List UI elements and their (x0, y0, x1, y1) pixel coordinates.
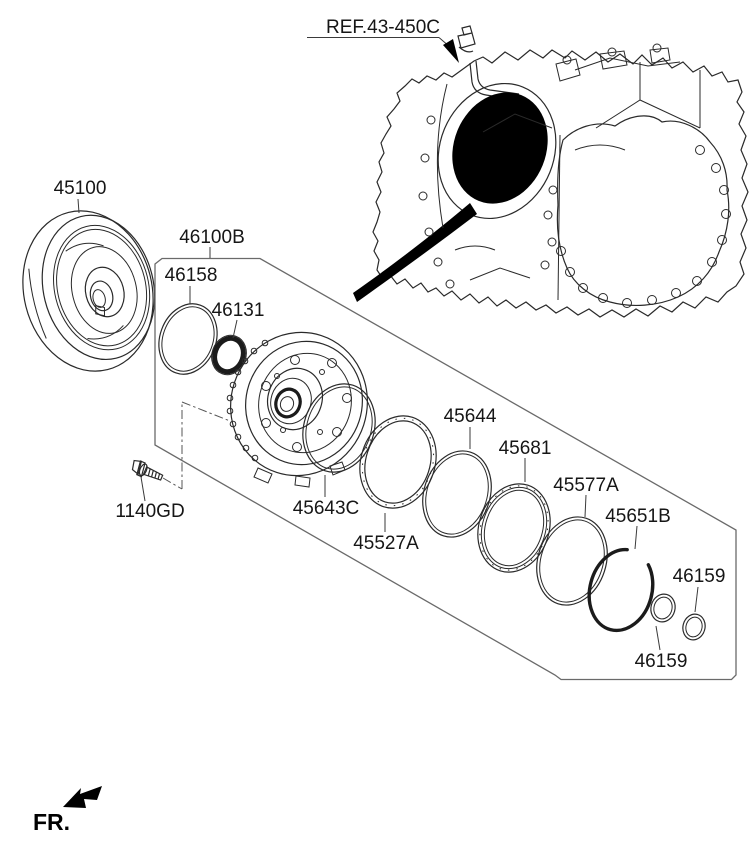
ref-arrowhead (443, 39, 459, 63)
part-number-45644: 45644 (444, 406, 497, 427)
ref-callout: REF.43-450C (307, 17, 459, 63)
bolt-holes-right-plate (556, 145, 731, 308)
callout-45643C: 45643C (293, 475, 360, 519)
callout-45577A: 45577A (553, 475, 619, 518)
bolt-holes-left-case (418, 115, 558, 289)
part-number-46159-right: 46159 (673, 566, 726, 587)
callout-1140GD: 1140GD (115, 476, 185, 522)
part-number-45681: 45681 (499, 438, 552, 459)
callout-45527A: 45527A (353, 513, 419, 554)
callout-45644: 45644 (444, 406, 497, 449)
ref-callout-label: REF.43-450C (326, 17, 440, 38)
ring-45644-drawing: 45644 (422, 406, 497, 538)
snap-ring-45651B-drawing: 45651B (587, 506, 671, 633)
callout-46158: 46158 (165, 265, 218, 304)
part-number-45643C: 45643C (293, 498, 360, 519)
transmission-assembly-drawing (353, 25, 749, 318)
pump-face-bolt-holes (261, 355, 352, 452)
callout-45681: 45681 (499, 438, 552, 482)
oring-46158-drawing: 46158 (158, 265, 218, 375)
part-number-45651B: 45651B (605, 506, 671, 527)
callout-45651B: 45651B (605, 506, 671, 550)
callout-46159-right: 46159 (673, 566, 726, 613)
callout-46131: 46131 (212, 300, 265, 339)
part-number-46131: 46131 (212, 300, 265, 321)
kit-boundary-box (154, 257, 737, 681)
part-number-46100B: 46100B (179, 227, 245, 248)
callout-46159-bottom: 46159 (635, 625, 688, 672)
part-number-46158: 46158 (165, 265, 218, 286)
torque-converter-drawing: 45100 (22, 178, 156, 372)
ring-45681-drawing: 45681 (477, 438, 552, 573)
bolt-centerline (162, 401, 231, 490)
fr-direction-arrow-icon (63, 786, 102, 808)
bolt-drawing: 1140GD (115, 459, 185, 522)
part-number-45577A: 45577A (553, 475, 619, 496)
seal-ring-46159-right-drawing: 46159 (673, 566, 726, 641)
fr-direction-marker: FR. (33, 786, 102, 835)
case-detail-lines (436, 43, 701, 301)
part-number-1140GD: 1140GD (115, 501, 184, 522)
ring-45643C-drawing: 45643C (293, 383, 376, 519)
seal-ring-46159-bottom-drawing: 46159 (635, 593, 688, 672)
fr-label: FR. (33, 809, 70, 835)
ring-45577A-drawing: 45577A (536, 475, 619, 606)
callout-46100B: 46100B (179, 227, 245, 258)
part-number-46159-bottom: 46159 (635, 651, 688, 672)
callout-45100: 45100 (54, 178, 107, 214)
part-number-45100: 45100 (54, 178, 107, 199)
part-number-45527A: 45527A (353, 533, 419, 554)
oil-seal-46131-drawing: 46131 (211, 300, 265, 376)
